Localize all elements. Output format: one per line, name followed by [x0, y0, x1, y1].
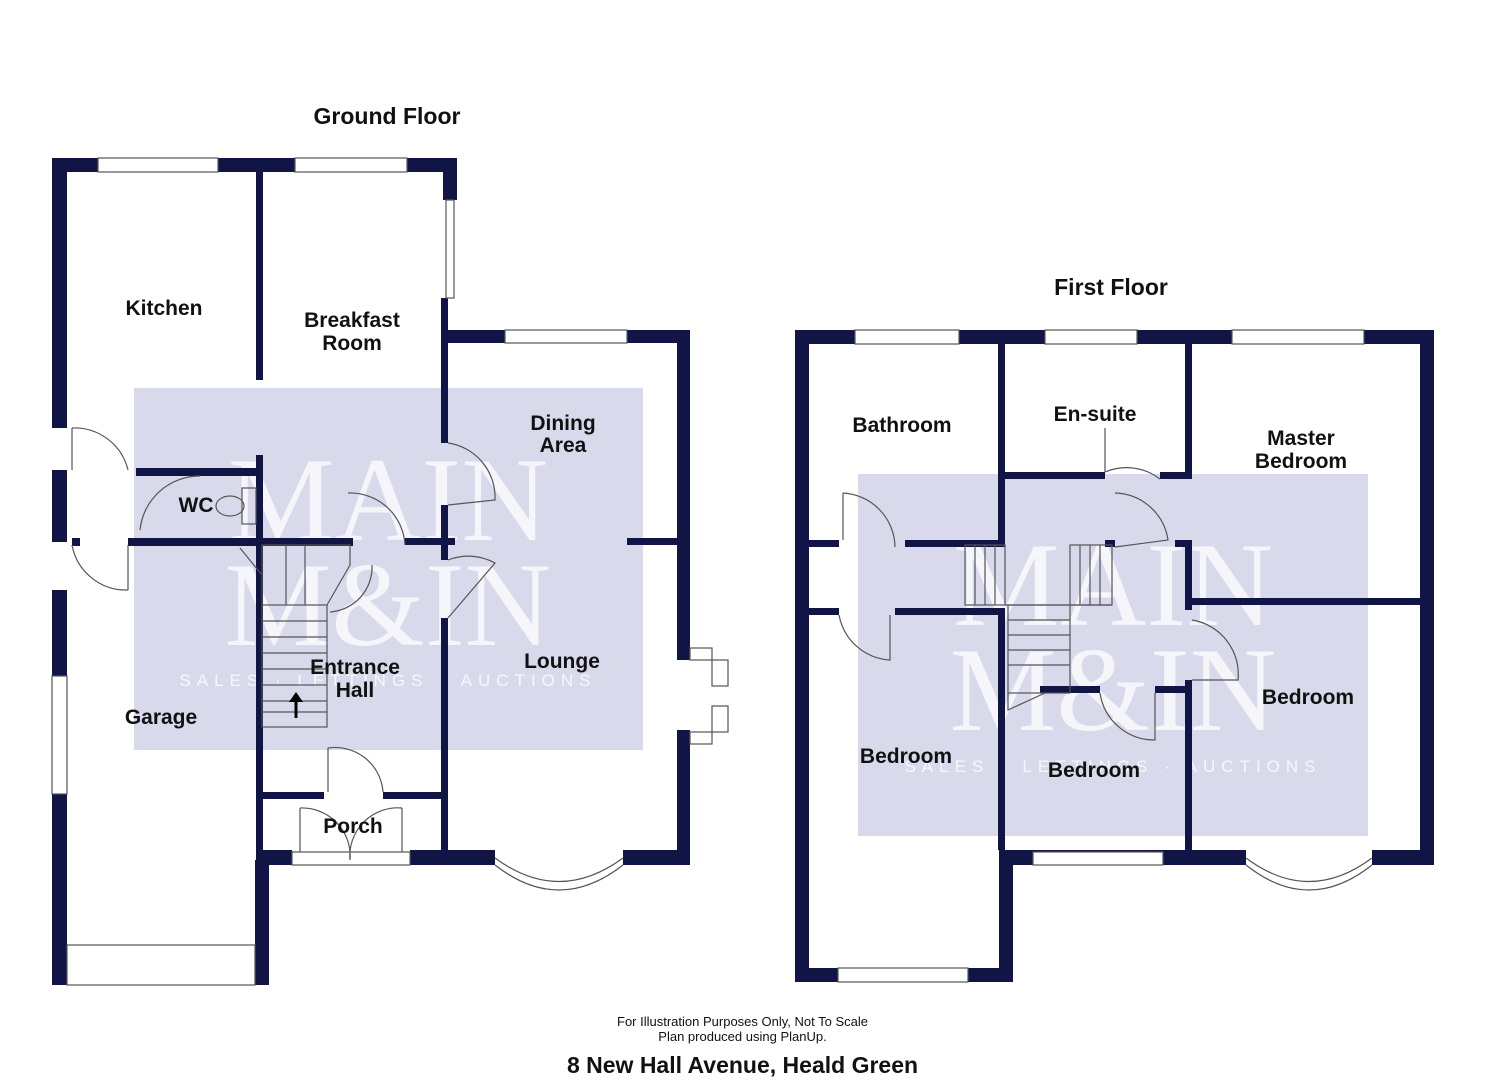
room-label-dining-1: Dining	[530, 412, 595, 435]
disclaimer-line-1: For Illustration Purposes Only, Not To S…	[617, 1014, 868, 1029]
first-floor-doors	[838, 428, 1239, 741]
first-floor-title: First Floor	[1054, 274, 1168, 300]
ground-floor-doors	[71, 427, 496, 861]
room-label-master-2: Bedroom	[1255, 450, 1347, 473]
room-label-bedroom-middle: Bedroom	[1048, 759, 1140, 782]
room-label-master-1: Master	[1267, 427, 1335, 450]
room-label-breakfast-2: Room	[322, 332, 382, 355]
room-label-lounge: Lounge	[524, 650, 600, 673]
room-label-bedroom-right: Bedroom	[1262, 686, 1354, 709]
first-floor-windows	[837, 329, 1373, 983]
room-label-breakfast-1: Breakfast	[304, 309, 400, 332]
ground-floor-stairs	[215, 487, 351, 728]
room-label-bathroom: Bathroom	[852, 414, 951, 437]
room-label-hall-2: Hall	[336, 679, 375, 702]
watermark-tagline-first: SALES · LETTINGS · AUCTIONS	[904, 757, 1321, 776]
ground-floor-title: Ground Floor	[314, 103, 461, 129]
room-label-kitchen: Kitchen	[125, 297, 202, 320]
footer-disclaimer: For Illustration Purposes Only, Not To S…	[0, 1014, 1485, 1044]
disclaimer-line-2: Plan produced using PlanUp.	[658, 1029, 827, 1044]
first-floor-stairs	[964, 544, 1113, 711]
room-label-ensuite: En-suite	[1054, 403, 1137, 426]
room-label-porch: Porch	[323, 815, 383, 838]
room-label-wc: WC	[179, 494, 214, 517]
room-label-hall-1: Entrance	[310, 656, 400, 679]
ground-floor-windows	[51, 157, 729, 986]
room-label-bedroom-left: Bedroom	[860, 745, 952, 768]
room-label-dining-2: Area	[540, 434, 587, 457]
property-address: 8 New Hall Avenue, Heald Green	[566, 1052, 919, 1078]
room-label-garage: Garage	[125, 706, 197, 729]
